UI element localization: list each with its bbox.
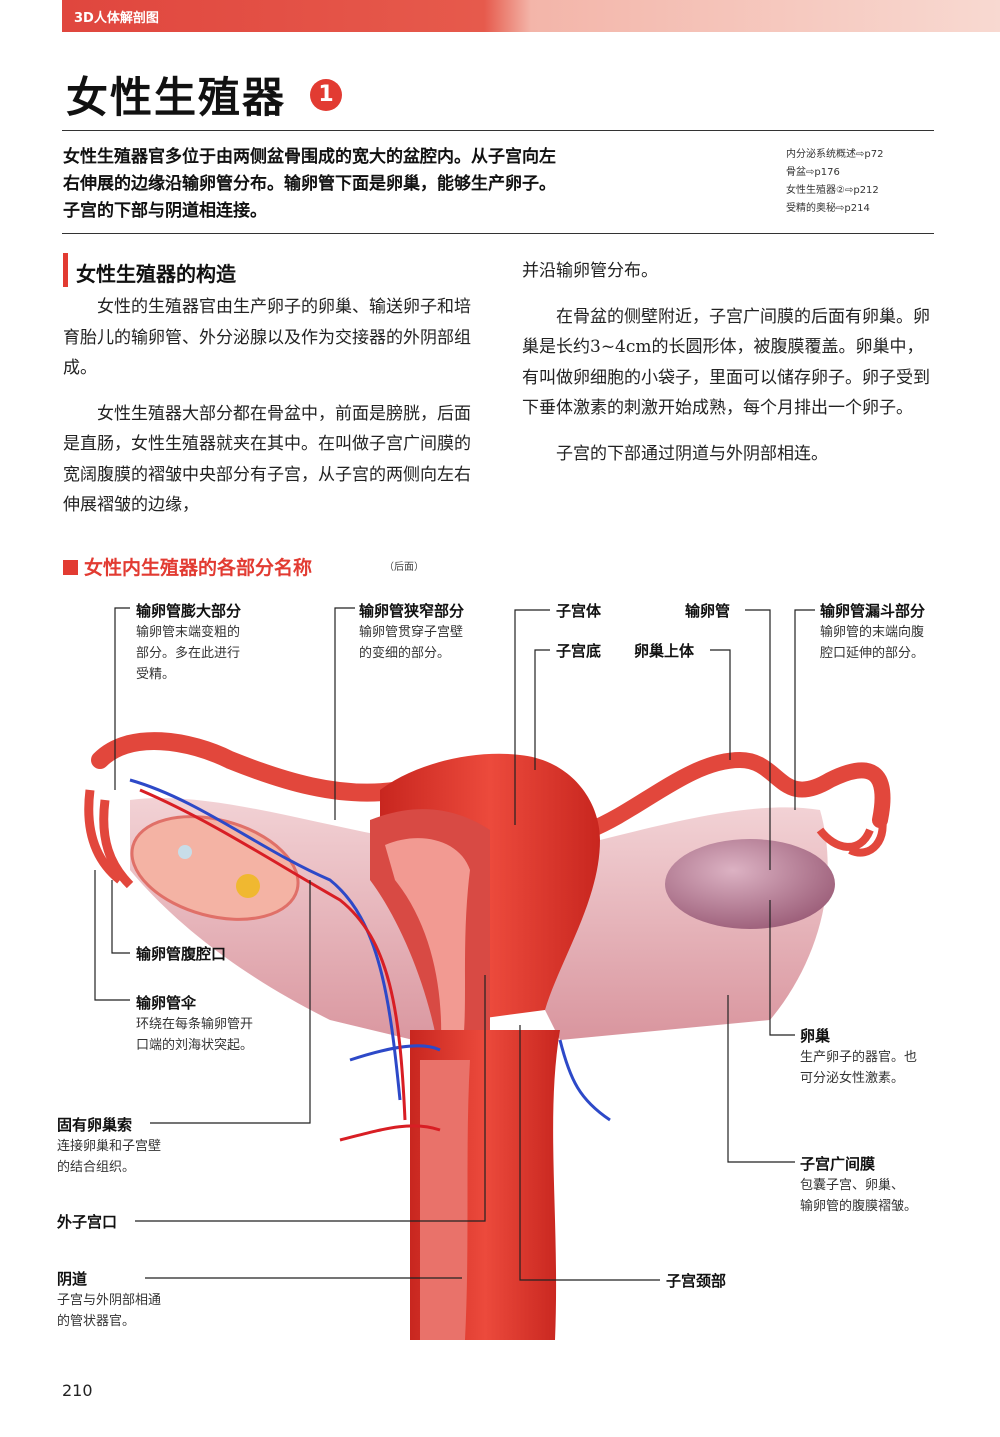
desc-line: 环绕在每条输卵管开 <box>136 1017 254 1032</box>
cross-references: 内分泌系统概述⇨p72 骨盆⇨p176 女性生殖器②⇨p212 受精的奥秘⇨p2… <box>786 146 883 218</box>
reference-link[interactable]: 骨盆⇨p176 <box>786 167 840 178</box>
desc-line: 生产卵子的器官。也 <box>800 1050 918 1065</box>
label-ovarian-ligament: 固有卵巢索 <box>57 1116 133 1134</box>
page-title: 女性生殖器 <box>66 73 287 122</box>
divider-bottom <box>62 233 934 234</box>
desc-line: 的变细的部分。 <box>359 646 451 661</box>
desc-line: 可分泌女性激素。 <box>800 1071 905 1086</box>
desc-ovary: 生产卵子的器官。也 可分泌女性激素。 <box>800 1047 917 1089</box>
desc-line: 连接卵巢和子宫壁 <box>57 1139 162 1154</box>
page-number: 210 <box>62 1381 93 1400</box>
leader-lines <box>94 607 815 1281</box>
label-epoophoron: 卵巢上体 <box>634 642 695 660</box>
label-cervix: 子宫颈部 <box>666 1272 727 1290</box>
desc-line: 子宫与外阴部相通 <box>57 1293 162 1308</box>
label-fimbriae: 输卵管伞 <box>136 994 197 1012</box>
square-icon <box>63 560 78 575</box>
intro-line: 女性生殖器官多位于由两侧盆骨围成的宽大的盆腔内。从子宫向左 <box>63 147 556 167</box>
desc-ampulla: 输卵管末端变粗的 部分。多在此进行 受精。 <box>136 622 240 685</box>
paragraph: 在骨盆的侧壁附近，子宫广间膜的后面有卵巢。卵巢是长约3~4cm的长圆形体，被腹膜… <box>522 306 930 419</box>
fimbriae-right <box>816 808 887 857</box>
desc-line: 输卵管的腹膜褶皱。 <box>800 1199 918 1214</box>
header-section: 3D人体解剖图 <box>74 11 159 26</box>
label-isthmus: 输卵管狭窄部分 <box>359 602 465 620</box>
desc-line: 输卵管末端变粗的 <box>136 625 241 640</box>
header-band <box>62 0 1000 32</box>
fimbriae-left <box>84 789 134 889</box>
figure-title-text: 女性内生殖器的各部分名称 <box>84 557 313 579</box>
section-marker <box>63 253 68 287</box>
reference-link[interactable]: 受精的奥秘⇨p214 <box>786 203 870 214</box>
body-column-right: 并沿输卵管分布。 在骨盆的侧壁附近，子宫广间膜的后面有卵巢。卵巢是长约3~4cm… <box>522 256 936 484</box>
intro-text: 女性生殖器官多位于由两侧盆骨围成的宽大的盆腔内。从子宫向左 右伸展的边缘沿输卵管… <box>63 144 703 225</box>
ovary-right <box>665 839 835 929</box>
desc-line: 输卵管的末端向腹 <box>820 625 925 640</box>
oviduct-right <box>582 751 891 838</box>
desc-line: 口端的刘海状突起。 <box>136 1038 254 1053</box>
intro-line: 右伸展的边缘沿输卵管分布。输卵管下面是卵巢，能够生产卵子。 <box>63 174 556 194</box>
desc-infundibulum: 输卵管的末端向腹 腔口延伸的部分。 <box>820 622 924 664</box>
oviduct-left <box>91 732 409 802</box>
desc-vagina: 子宫与外阴部相通 的管状器官。 <box>57 1290 161 1332</box>
label-external-os: 外子宫口 <box>57 1213 118 1231</box>
desc-ovarian-ligament: 连接卵巢和子宫壁 的结合组织。 <box>57 1136 161 1178</box>
paragraph: 并沿输卵管分布。 <box>522 261 658 281</box>
vagina-interior <box>420 1060 470 1340</box>
desc-line: 输卵管贯穿子宫壁 <box>359 625 464 640</box>
label-fundus: 子宫底 <box>556 642 602 660</box>
paragraph: 子宫的下部通过阴道与外阴部相连。 <box>556 443 828 464</box>
divider-top <box>62 130 934 131</box>
desc-fimbriae: 环绕在每条输卵管开 口端的刘海状突起。 <box>136 1014 253 1056</box>
desc-line: 包囊子宫、卵巢、 <box>800 1178 905 1193</box>
desc-line: 的管状器官。 <box>57 1314 136 1329</box>
label-uterus-body: 子宫体 <box>556 602 602 620</box>
desc-broad-ligament: 包囊子宫、卵巢、 输卵管的腹膜褶皱。 <box>800 1175 917 1217</box>
figure-subtitle: （后面） <box>384 562 424 573</box>
label-infundibulum: 输卵管漏斗部分 <box>820 602 926 620</box>
label-ampulla: 输卵管膨大部分 <box>136 602 242 620</box>
paragraph: 女性生殖器大部分都在骨盆中，前面是膀胱，后面是直肠，女性生殖器就夹在其中。在叫做… <box>63 403 471 516</box>
desc-line: 的结合组织。 <box>57 1160 136 1175</box>
reference-link[interactable]: 内分泌系统概述⇨p72 <box>786 149 884 160</box>
figure-title: 女性内生殖器的各部分名称 <box>63 553 312 580</box>
desc-line: 部分。多在此进行 <box>136 646 241 661</box>
follicle-small <box>178 845 192 859</box>
desc-isthmus: 输卵管贯穿子宫壁 的变细的部分。 <box>359 622 463 664</box>
label-vagina: 阴道 <box>57 1270 88 1288</box>
reference-link[interactable]: 女性生殖器②⇨p212 <box>786 185 879 196</box>
label-oviduct: 输卵管 <box>685 602 731 620</box>
desc-line: 受精。 <box>136 667 176 682</box>
label-broad-ligament: 子宫广间膜 <box>800 1155 876 1173</box>
section-title: 女性生殖器的构造 <box>76 262 236 286</box>
uterine-cavity <box>385 838 470 1060</box>
follicle <box>236 874 260 898</box>
body-column-left: 女性的生殖器官由生产卵子的卵巢、输送卵子和培育胎儿的输卵管、外分泌腺以及作为交接… <box>63 292 475 536</box>
blood-vessels-red <box>139 788 441 1142</box>
label-ovary: 卵巢 <box>800 1027 831 1045</box>
paragraph: 女性的生殖器官由生产卵子的卵巢、输送卵子和培育胎儿的输卵管、外分泌腺以及作为交接… <box>63 297 471 378</box>
title-number-badge: 1 <box>310 79 342 111</box>
intro-line: 子宫的下部与阴道相连接。 <box>63 201 267 221</box>
label-abdominal-ostium: 输卵管腹腔口 <box>136 945 227 963</box>
desc-line: 腔口延伸的部分。 <box>820 646 925 661</box>
